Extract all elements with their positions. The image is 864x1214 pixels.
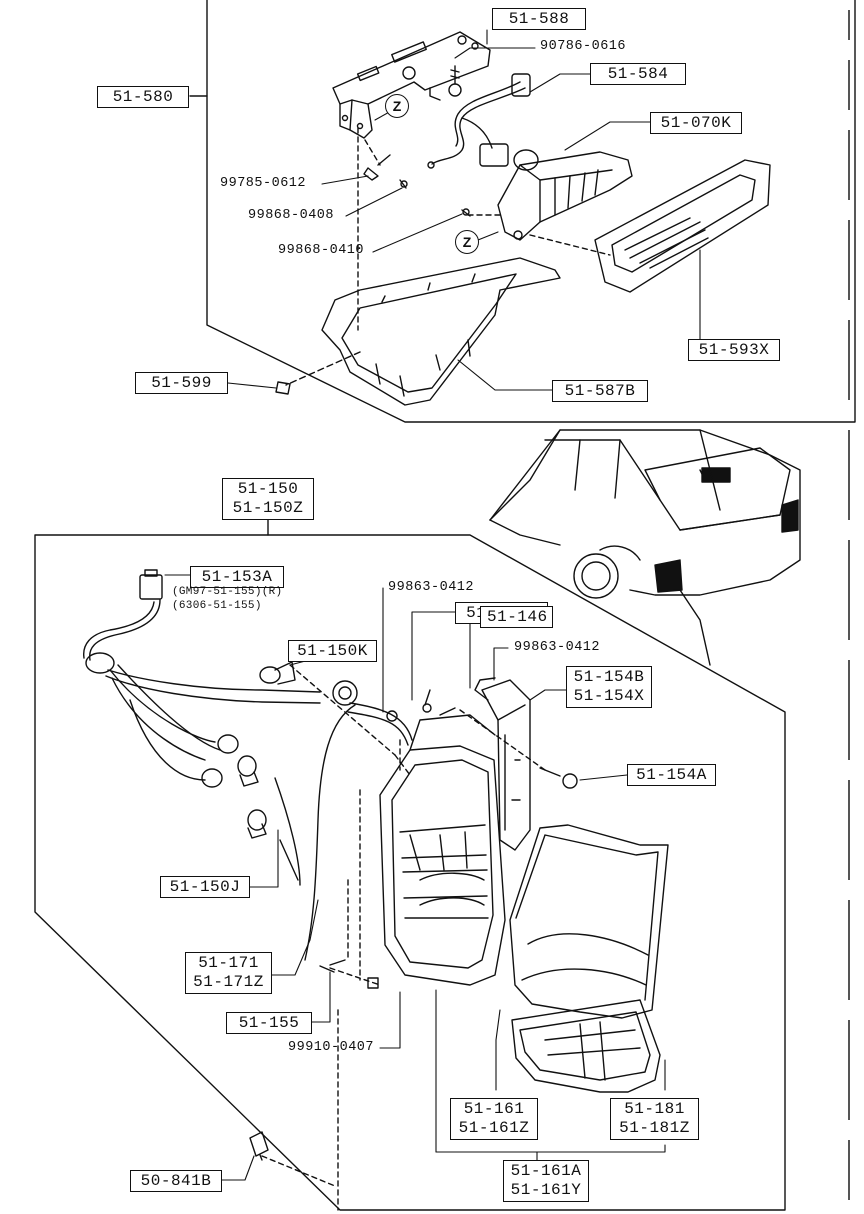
- tail-lamp-housing-drawing: [379, 714, 506, 986]
- harness-note-2: (6306-51-155): [172, 600, 262, 612]
- callout-51-155: 51-155: [226, 1012, 312, 1034]
- callout-51-588: 51-588: [492, 8, 586, 30]
- callout-99868-0410: 99868-0410: [278, 243, 365, 258]
- callout-51-587b: 51-587B: [552, 380, 648, 402]
- scan-edge-marks: [848, 10, 850, 1200]
- tail-harness-drawing: [83, 569, 358, 788]
- callout-51-153a: 51-153A: [190, 566, 284, 588]
- upper-harness-drawing: [427, 73, 539, 171]
- tail-lens-drawing: [509, 824, 669, 1019]
- callout-51-181: 51-181 51-181Z: [610, 1098, 699, 1140]
- bulbs-drawing: [237, 661, 301, 886]
- callout-51-150k: 51-150K: [288, 640, 377, 662]
- reference-mark-z-1: Z: [385, 94, 409, 118]
- callout-51-150-line2: 51-150Z: [232, 499, 304, 517]
- callout-51-599: 51-599: [135, 372, 228, 394]
- high-mount-lamp-housing-drawing: [497, 151, 633, 256]
- side-bracket-drawing: [474, 677, 531, 851]
- callout-51-161a-line2: 51-161Y: [510, 1181, 582, 1199]
- callout-51-580: 51-580: [97, 86, 189, 108]
- screw-90786-drawing: [448, 65, 462, 97]
- callout-51-171-line2: 51-171Z: [193, 973, 264, 991]
- callout-51-146-visible: 51-146: [480, 606, 553, 628]
- callout-51-181-line2: 51-181Z: [619, 1119, 690, 1137]
- callout-51-154a: 51-154A: [627, 764, 716, 786]
- callout-50-841b: 50-841B: [130, 1170, 222, 1192]
- lamp-cover-drawing: [285, 257, 561, 406]
- harness-note-1: (GM97-51-155)(R): [172, 586, 283, 598]
- callout-51-161: 51-161 51-161Z: [450, 1098, 538, 1140]
- lower-guide-lines: [261, 664, 546, 1211]
- callout-51-150: 51-150 51-150Z: [222, 478, 314, 520]
- reference-mark-z-2: Z: [455, 230, 479, 254]
- callout-99785-0612: 99785-0612: [220, 176, 307, 191]
- callout-51-150j: 51-150J: [160, 876, 250, 898]
- callout-51-181-line1: 51-181: [624, 1100, 685, 1118]
- callout-90786-0616: 90786-0616: [540, 39, 627, 54]
- callout-51-154-line2: 51-154X: [573, 687, 645, 705]
- callout-51-171: 51-171 51-171Z: [185, 952, 272, 994]
- callout-99863-0412-a: 99863-0412: [388, 580, 475, 595]
- callout-99863-0412-b: 99863-0412: [514, 640, 601, 655]
- high-mount-lens-drawing: [594, 159, 771, 293]
- callout-51-161-line1: 51-161: [463, 1100, 525, 1118]
- callout-51-171-line1: 51-171: [198, 954, 259, 972]
- callout-51-154: 51-154B 51-154X: [566, 666, 652, 708]
- upper-group-frame: [189, 0, 856, 423]
- lower-group-frame: [34, 519, 786, 1211]
- callout-51-154-line1: 51-154B: [573, 668, 645, 686]
- callout-51-150-line1: 51-150: [237, 480, 299, 498]
- callout-51-161a-line1: 51-161A: [510, 1162, 582, 1180]
- callout-51-161a: 51-161A 51-161Y: [503, 1160, 589, 1202]
- upper-guide-lines: [357, 127, 501, 331]
- callout-51-593x: 51-593X: [688, 339, 780, 361]
- callout-99868-0408: 99868-0408: [248, 208, 335, 223]
- vehicle-rear-sketch: [489, 429, 801, 666]
- callout-51-161-line2: 51-161Z: [458, 1119, 530, 1137]
- mounting-bracket-drawing: [332, 31, 491, 139]
- reflector-panel-drawing: [511, 999, 661, 1093]
- callout-99910-0407: 99910-0407: [288, 1040, 375, 1055]
- lower-hardware-drawing: [249, 689, 578, 1161]
- callout-51-584: 51-584: [590, 63, 686, 85]
- callout-51-070k: 51-070K: [650, 112, 742, 134]
